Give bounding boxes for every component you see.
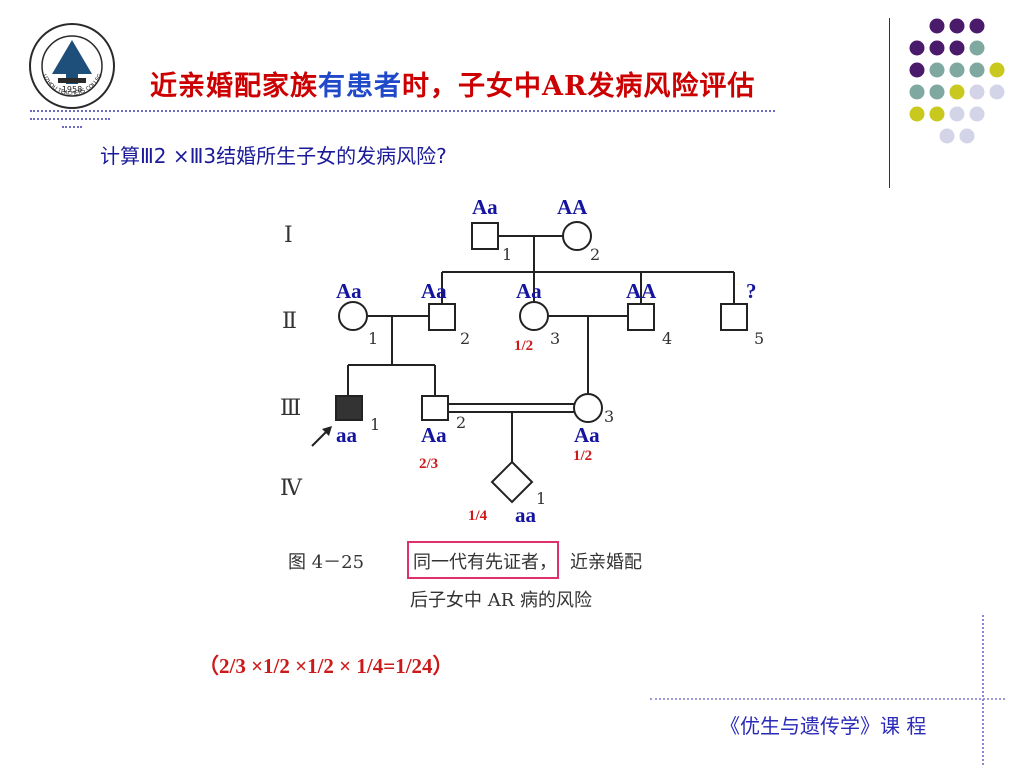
decor-dot: [969, 18, 985, 34]
genotype-II2: Aa: [421, 279, 447, 303]
decor-dot: [959, 128, 975, 144]
decor-dot: [909, 40, 925, 56]
decor-dot: [989, 62, 1005, 78]
genotype-II1: Aa: [336, 279, 362, 303]
individual-II2: [428, 303, 456, 331]
course-name: 《优生与遗传学》课 程: [720, 714, 927, 738]
genotype-II3: Aa: [516, 279, 542, 303]
decor-dot: [929, 40, 945, 56]
num-I2: 2: [590, 245, 600, 264]
prob-III3: 1/2: [573, 448, 592, 464]
decor-dot: [909, 62, 925, 78]
individual-II4: [627, 303, 655, 331]
decor-dot: [929, 106, 945, 122]
individual-III3: [573, 393, 603, 423]
caption-boxed: 同一代有先证者，: [413, 552, 557, 573]
genotype-II5: ?: [746, 279, 757, 303]
individual-II3: [519, 301, 549, 331]
num-II4: 4: [662, 329, 672, 348]
num-I1: 1: [502, 245, 512, 264]
generation-label-1: Ⅰ: [284, 223, 293, 248]
proband-arrow-icon: [322, 426, 332, 436]
title-underline-dots-short-1: [30, 118, 110, 120]
num-III1: 1: [370, 415, 380, 434]
decor-dot: [929, 84, 945, 100]
risk-formula: （2/3 ×1/2 ×1/2 × 1/4=1/24）: [198, 654, 454, 678]
decor-dot: [929, 62, 945, 78]
decor-dot: [949, 40, 965, 56]
decor-dot: [989, 84, 1005, 100]
genotype-II4: AA: [626, 279, 657, 303]
footer-dotted-line: [650, 698, 1005, 700]
decor-dot: [949, 84, 965, 100]
num-IV1: 1: [536, 489, 546, 508]
generation-label-4: Ⅳ: [280, 476, 303, 501]
title-part-1: 近亲婚配家族: [150, 71, 318, 102]
college-logo: 1958 HUZHOU TEACHERS COLLEGE: [28, 22, 115, 109]
decor-dot: [949, 62, 965, 78]
footer-dotted-vline: [982, 615, 984, 765]
generation-label-3: Ⅲ: [280, 396, 301, 421]
caption-rest-2: 后子女中 AR 病的风险: [410, 590, 592, 611]
pedigree-chart: Ⅰ Ⅱ Ⅲ Ⅳ: [280, 195, 764, 611]
num-II1: 1: [368, 329, 378, 348]
num-II3: 3: [550, 329, 560, 348]
decor-dot: [949, 106, 965, 122]
num-III3: 3: [604, 407, 614, 426]
genotype-III1: aa: [336, 423, 358, 447]
num-II2: 2: [460, 329, 470, 348]
decor-dot: [909, 84, 925, 100]
genotype-III3: Aa: [574, 423, 600, 447]
individual-II1: [338, 301, 368, 331]
generation-label-2: Ⅱ: [282, 309, 297, 334]
caption-rest-1: 近亲婚配: [570, 552, 642, 573]
decor-dot: [969, 84, 985, 100]
individual-II5: [720, 303, 748, 331]
decor-dot: [969, 40, 985, 56]
prob-II3: 1/2: [514, 338, 533, 354]
individual-I1: [471, 222, 499, 250]
title-part-3: 时，子女中AR发病风险评估: [402, 71, 756, 102]
individual-III2: [421, 395, 449, 421]
decor-dot: [939, 128, 955, 144]
caption-fig: 图 4－25: [288, 552, 364, 573]
genotype-IV1: aa: [515, 503, 537, 527]
decor-dot: [909, 106, 925, 122]
logo-year: 1958: [62, 85, 82, 94]
genotype-I2: AA: [557, 195, 588, 219]
decor-dot: [929, 18, 945, 34]
title-underline-dots-short-2: [62, 126, 82, 128]
title-underline-dots: [30, 110, 775, 112]
header-divider: [889, 18, 890, 188]
individual-III1-affected: [335, 395, 363, 421]
genotype-I1: Aa: [472, 195, 498, 219]
prob-III2: 2/3: [419, 456, 438, 472]
individual-I2: [562, 221, 592, 251]
individual-IV1: [490, 460, 534, 504]
num-II5: 5: [754, 329, 764, 348]
genotype-III2: Aa: [421, 423, 447, 447]
prob-IV1: 1/4: [468, 508, 488, 524]
question-text: 计算Ⅲ2 ×Ⅲ3结婚所生子女的发病风险?: [100, 144, 447, 168]
decor-dot: [969, 62, 985, 78]
caption-highlight-box: [407, 541, 559, 579]
slide-title: 近亲婚配家族有患者时，子女中AR发病风险评估: [150, 64, 755, 103]
decor-dot: [969, 106, 985, 122]
decor-dot: [949, 18, 965, 34]
num-III2: 2: [456, 413, 466, 432]
title-part-2: 有患者: [318, 71, 402, 102]
decorative-dot-grid: [909, 18, 1005, 144]
